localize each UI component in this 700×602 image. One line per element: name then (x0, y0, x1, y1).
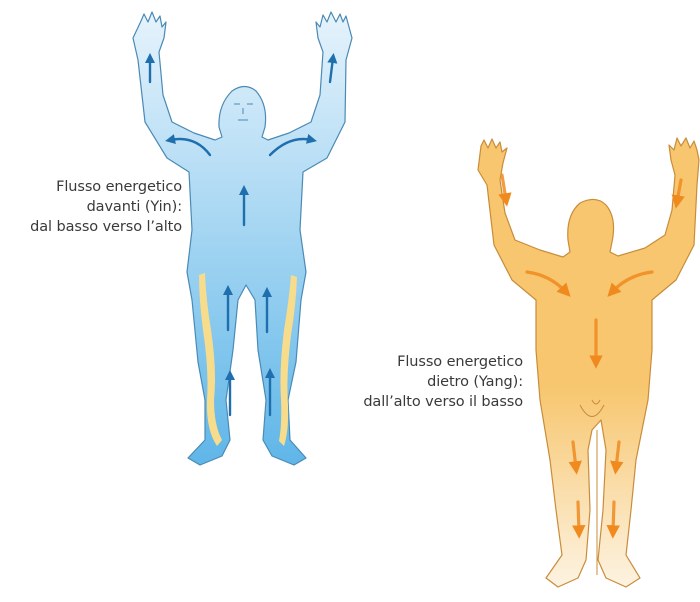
back-arrow-right-calf (613, 502, 614, 532)
back-caption-line2: dietro (Yang): (330, 372, 523, 392)
back-caption-line3: dall’alto verso il basso (330, 392, 523, 412)
back-flow-caption: Flusso energetico dietro (Yang): dall’al… (330, 352, 523, 412)
back-arrow-left-calf (578, 502, 579, 532)
front-caption-line1: Flusso energetico (0, 177, 182, 197)
front-body-silhouette (133, 12, 352, 465)
front-caption-line2: davanti (Yin): (0, 197, 182, 217)
back-caption-line1: Flusso energetico (330, 352, 523, 372)
front-flow-caption: Flusso energetico davanti (Yin): dal bas… (0, 177, 182, 237)
front-caption-line3: dal basso verso l’alto (0, 217, 182, 237)
front-figure (133, 12, 352, 465)
